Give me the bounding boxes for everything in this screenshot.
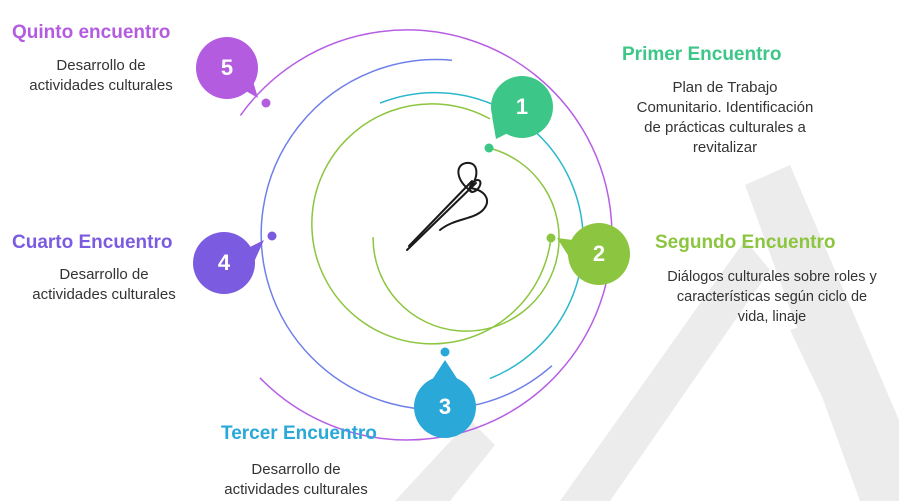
stage-4-title: Cuarto Encuentro (12, 232, 173, 253)
stage-1-description-line: Comunitario. Identificación (636, 99, 814, 116)
stage-1-badge (491, 76, 553, 139)
stage-3-title: Tercer Encuentro (221, 423, 377, 444)
stage-3-badge (414, 360, 476, 438)
stage-2-description-line: vida, linaje (737, 309, 807, 325)
stage-3-number: 3 (438, 394, 452, 419)
stage-4-description-line: Desarrollo de (59, 266, 149, 283)
stage-4-connector-dot (267, 231, 277, 241)
stage-4-badge (193, 232, 264, 294)
stage-3-connector-dot (440, 347, 450, 357)
stage-5-description-line: Desarrollo de (56, 57, 146, 74)
ring-inner-green (311, 103, 552, 345)
stage-5-connector-dot (261, 98, 271, 108)
stage-1-number: 1 (515, 94, 529, 119)
stage-3-description-line: Desarrollo de (251, 461, 341, 478)
stage-2-title: Segundo Encuentro (655, 232, 836, 253)
stage-5-description-line: actividades culturales (29, 77, 173, 94)
stage-2-number: 2 (592, 241, 606, 266)
stage-1-description-line: de prácticas culturales a (644, 119, 806, 136)
stage-1-description-line: revitalizar (692, 139, 758, 156)
background-watermark (395, 165, 899, 501)
stage-5-description: Desarrollo de actividades culturales (0, 56, 202, 96)
stage-2-description-line: características según ciclo de (676, 289, 868, 305)
stage-1-connector-dot (484, 143, 494, 153)
stage-3-description: Desarrollo de actividades culturales (198, 460, 394, 500)
stage-5-title: Quinto encuentro (12, 22, 171, 43)
needle-and-thread-icon (406, 161, 488, 251)
stage-2-description-line: Diálogos culturales sobre roles y (667, 269, 877, 285)
stage-1-title: Primer Encuentro (622, 44, 782, 65)
stage-2-description: Diálogos culturales sobre roles y caract… (645, 267, 899, 327)
stage-4-description-line: actividades culturales (32, 286, 176, 303)
stage-4-number: 4 (217, 250, 231, 275)
stage-4-description: Desarrollo de actividades culturales (6, 265, 202, 305)
stage-2-connector-dot (546, 233, 556, 243)
stage-1-description-line: Plan de Trabajo (672, 79, 778, 96)
ring-outermost-purple (239, 29, 613, 441)
stage-3-description-line: actividades culturales (224, 481, 368, 498)
ring-innermost-green (372, 147, 560, 332)
stage-1-description: Plan de Trabajo Comunitario. Identificac… (602, 78, 848, 158)
stage-2-badge (557, 223, 630, 285)
ring-middle-teal (379, 91, 584, 380)
stage-5-badge (196, 37, 258, 99)
stage-5-number: 5 (220, 55, 234, 80)
